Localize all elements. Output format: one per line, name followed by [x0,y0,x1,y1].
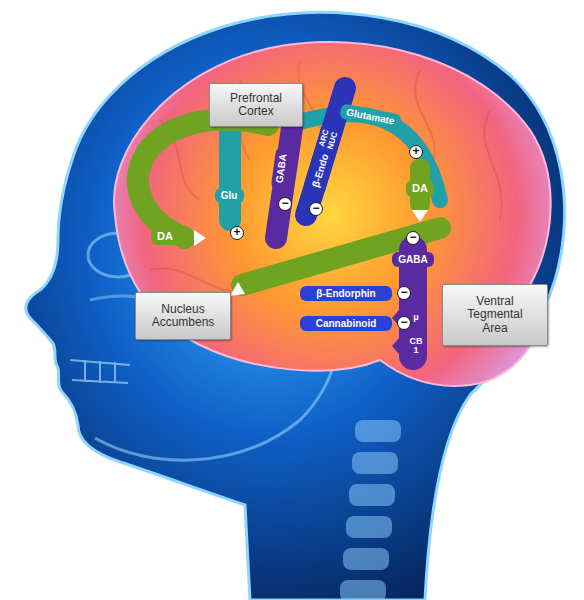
node-text: DA [157,230,173,242]
dopamine-stub [410,168,430,204]
jaw-bone [95,360,335,460]
dopamine-arc [138,120,268,238]
node-text: Nucleus Accumbens [143,303,223,329]
node-text: Cannabinoid [316,318,377,329]
node-subtext: ARC NUC [317,127,340,153]
neuron-label: DA [151,228,179,245]
region-label-box: Prefrontal Cortex [209,83,303,127]
terminal-triangle [412,210,428,222]
effect-sign: − [406,231,420,245]
glutamate-axon [300,114,440,200]
terminal-triangle [230,282,245,296]
receptor-notch [392,310,399,354]
neuron-label: Glu [215,188,244,203]
neuron-label: Glutamate [339,103,402,129]
spine [340,420,401,600]
teeth [70,360,130,383]
node-text: Prefrontal Cortex [217,92,295,118]
region-label-box: Ventral Tegmental Area [442,284,548,346]
effect-sign: − [397,286,411,300]
head-silhouette [26,12,565,600]
node-text: Glutamate [345,106,395,126]
node-text: Ventral Tegmental Area [461,295,529,335]
receptor-label: μ [407,313,425,322]
receptor-label: CB 1 [407,337,425,356]
neuron-label: β-Endorphin [300,286,392,301]
neuron-label: DA [406,180,434,197]
neuron-label: GABA [271,146,292,190]
node-text: Glu [221,190,238,201]
node-text: DA [412,182,428,194]
node-text: GABA [398,254,427,265]
glu-neuron [219,130,241,220]
neuron-label: GABA [392,252,434,267]
effect-sign: + [230,226,244,240]
terminal-triangle [194,230,206,246]
effect-sign: − [397,316,411,330]
brain [114,42,551,386]
effect-sign: − [309,202,323,216]
effect-sign: − [278,197,292,211]
node-text: β-Endorphin [316,288,375,299]
node-text: GABA [274,153,289,184]
effect-sign: + [409,145,423,159]
node-text: β-Endo [309,152,330,188]
neuron-label: β-EndoARC NUC [302,120,344,196]
region-label-box: Nucleus Accumbens [135,292,231,340]
neuron-label: Cannabinoid [300,316,392,331]
